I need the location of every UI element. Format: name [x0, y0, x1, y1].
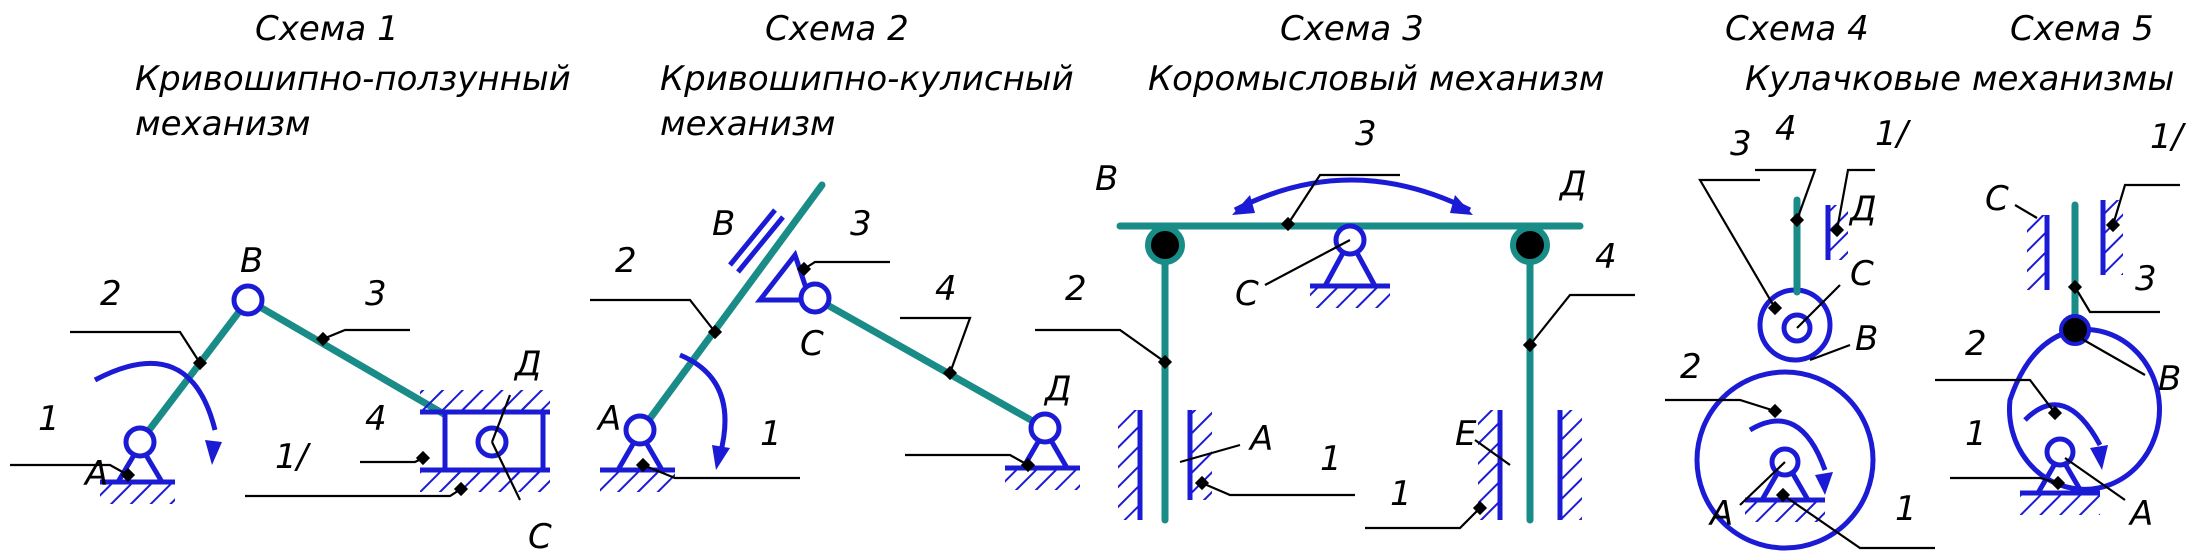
rotation-arrow [93, 360, 218, 431]
label-b: В [1855, 319, 1878, 359]
label-d: Д [513, 344, 542, 384]
scheme-5-cam-pointed: А В С 1 1/ 2 3 [1935, 117, 2187, 534]
label-b: В [240, 241, 263, 281]
scheme-5-title: Схема 5 [2010, 9, 2154, 49]
label-a: А [1708, 494, 1733, 534]
scheme-1-name-line1: Кривошипно-ползунный [135, 59, 571, 99]
label-a: А [1248, 419, 1273, 459]
label-2: 2 [615, 241, 637, 281]
label-a: А [596, 399, 621, 439]
scheme-2-name-line1: Кривошипно-кулисный [660, 59, 1074, 99]
scheme-4-title: Схема 4 [1725, 9, 1869, 49]
label-1-prime: 1/ [1875, 114, 1912, 154]
scheme-2-crank-rocker: А В С Д 1 2 3 4 [590, 181, 1080, 492]
swing-arrow [1233, 177, 1472, 213]
label-a: А [2128, 494, 2153, 534]
label-1: 1 [1965, 414, 1987, 454]
slider-guide-hatch [420, 470, 550, 492]
label-2: 2 [1680, 347, 1702, 387]
titles: Схема 1 Кривошипно-ползунный механизм Сх… [135, 9, 2174, 144]
scheme-1-title: Схема 1 [255, 9, 399, 49]
label-1: 1 [1895, 489, 1917, 529]
label-d: Д [1043, 369, 1072, 409]
label-1a: 1 [1320, 439, 1342, 479]
scheme-3-rocker: А В С Д Е 1 1 2 3 4 [1035, 114, 1635, 530]
label-a: А [83, 454, 108, 494]
scheme-1-crank-slider: А В С Д 1 1/ 2 3 4 [10, 241, 552, 552]
label-4: 4 [935, 269, 957, 309]
label-2: 2 [1965, 324, 1987, 364]
scheme-2-title: Схема 2 [765, 9, 909, 49]
label-1: 1 [38, 399, 60, 439]
label-2: 2 [1065, 269, 1087, 309]
ground-hatch-a [100, 482, 175, 504]
label-c: С [1235, 274, 1259, 314]
label-c: С [528, 517, 552, 552]
label-1-prime: 1/ [2150, 117, 2187, 157]
cam-2 [1694, 369, 1876, 551]
label-3: 3 [1355, 114, 1377, 154]
label-4: 4 [1595, 237, 1617, 277]
label-3: 3 [2135, 259, 2157, 299]
label-1-prime: 1/ [275, 437, 312, 477]
label-c: С [1850, 254, 1874, 294]
label-c: С [1985, 179, 2009, 219]
label-d: Д [1848, 189, 1877, 229]
label-1: 1 [760, 414, 782, 454]
scheme-3-name-line1: Коромысловый механизм [1148, 59, 1604, 99]
label-c: С [800, 324, 824, 364]
label-b: В [1095, 159, 1118, 199]
scheme-2-name-line2: механизм [660, 104, 836, 144]
label-4: 4 [1775, 109, 1797, 149]
link-4 [811, 294, 1049, 432]
scheme-4-cam-roller: А В С Д 1 1/ 2 3 4 [1665, 109, 1935, 551]
label-3: 3 [850, 204, 872, 244]
slider-block-3 [754, 249, 814, 303]
scheme-4-name-line1: Кулачковые механизмы [1745, 59, 2174, 99]
label-e: Е [1455, 414, 1477, 454]
crank-link-2 [136, 296, 252, 446]
label-2: 2 [100, 274, 122, 314]
joint-d [1510, 225, 1550, 265]
label-4: 4 [365, 399, 387, 439]
joint-b [1145, 225, 1185, 265]
rocker-link-2 [636, 181, 826, 436]
label-3: 3 [365, 274, 387, 314]
rotation-arrow-2 [679, 352, 728, 456]
label-b: В [712, 204, 735, 244]
label-3: 3 [1730, 124, 1752, 164]
label-b: В [2158, 359, 2181, 399]
label-1b: 1 [1390, 474, 1412, 514]
label-d: Д [1558, 164, 1587, 204]
joint-a [123, 425, 157, 459]
scheme-1-name-line2: механизм [135, 104, 311, 144]
cam-2b [2007, 326, 2162, 492]
joint-b [231, 283, 265, 317]
scheme-3-title: Схема 3 [1280, 9, 1424, 49]
roller-b [2059, 314, 2091, 346]
